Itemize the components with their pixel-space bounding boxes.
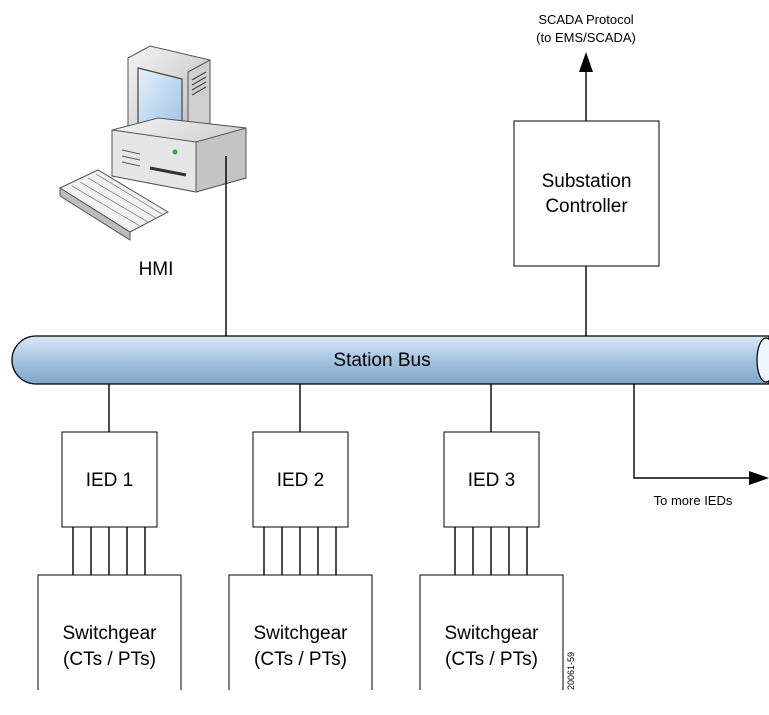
- station-bus: [11, 335, 769, 385]
- ied1-label: IED 1: [86, 470, 134, 491]
- switchgear2-label-line1: Switchgear: [254, 623, 349, 644]
- substation-controller-box: [513, 120, 660, 267]
- switchgear1-label-line2: (CTs / PTs): [63, 649, 156, 670]
- scada-target-label: (to EMS/SCADA): [536, 30, 636, 45]
- scada-arrow-head: [579, 52, 593, 72]
- switchgear2-label-line2: (CTs / PTs): [254, 649, 347, 670]
- desktop-computer-icon: [58, 45, 247, 241]
- hmi-label: HMI: [139, 259, 174, 280]
- switchgear1-label-line1: Switchgear: [63, 623, 158, 644]
- switchgear3-box: [419, 574, 564, 690]
- ied2-box: [252, 431, 349, 528]
- controller-label-line1: Substation: [542, 171, 632, 192]
- ied2-wires: [263, 527, 337, 575]
- more-ieds-arrow-head: [749, 471, 769, 485]
- ied2-label: IED 2: [277, 470, 325, 491]
- ied1-box: [61, 431, 158, 528]
- switchgear1-box: [37, 574, 182, 690]
- figure-id: 20061-59: [566, 652, 576, 690]
- ied3-wires: [454, 527, 528, 575]
- more-ieds-connector: [633, 384, 752, 479]
- ied3-box: [443, 431, 540, 528]
- switchgear3-label-line2: (CTs / PTs): [445, 649, 538, 670]
- switchgear3-label-line1: Switchgear: [445, 623, 540, 644]
- switchgear2-box: [228, 574, 373, 690]
- ied3-label: IED 3: [468, 470, 516, 491]
- more-ieds-label: To more IEDs: [654, 493, 733, 508]
- controller-label-line2: Controller: [545, 196, 628, 217]
- scada-protocol-label: SCADA Protocol: [538, 12, 633, 27]
- ied1-wires: [72, 527, 146, 575]
- station-bus-label: Station Bus: [333, 350, 430, 371]
